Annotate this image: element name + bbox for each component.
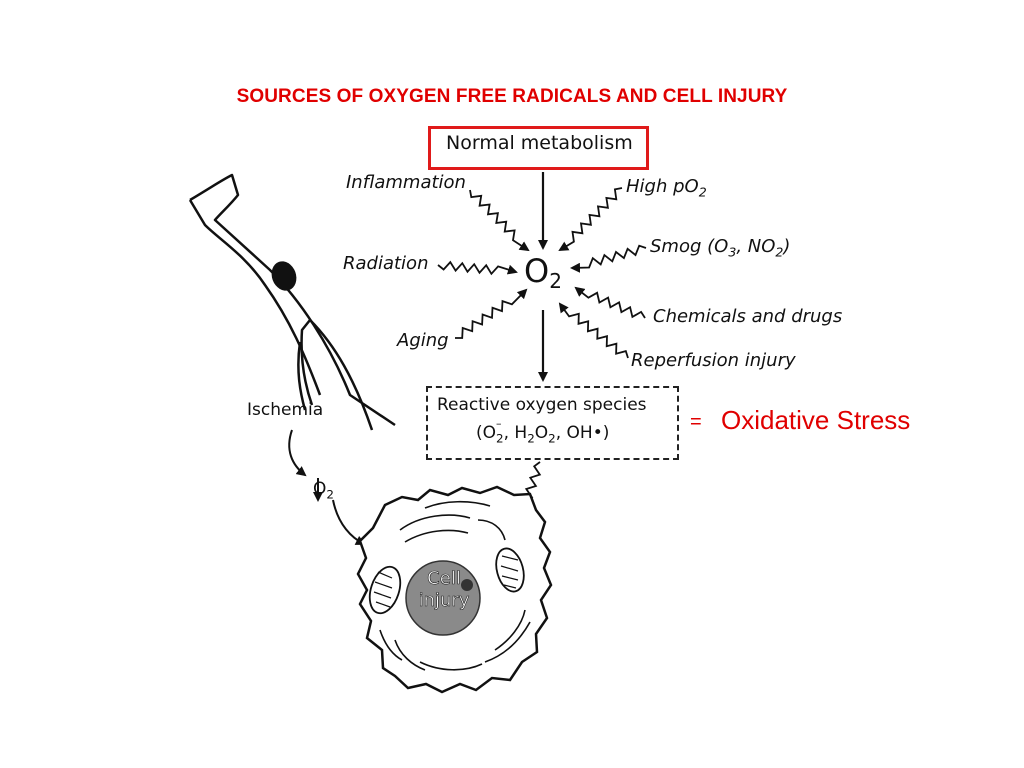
cell-injury-line2: injury	[418, 590, 470, 612]
mitochondrion-left	[368, 565, 402, 615]
er-fold	[424, 500, 491, 509]
high-po2-arrow	[558, 187, 623, 252]
normal-metabolism-box	[428, 126, 649, 170]
er-fold	[494, 609, 526, 651]
aging-arrow	[455, 288, 528, 339]
reperfusion-injury-label: Reperfusion injury	[631, 350, 796, 371]
mitochondrion-right	[495, 547, 525, 593]
ischemia-arrow-2	[332, 499, 366, 545]
normal-metabolism-label: Normal metabolism	[446, 132, 633, 154]
cell-injury-label: Cell injury	[414, 568, 474, 612]
chemicals-arrow	[574, 286, 646, 319]
er-fold	[404, 529, 469, 543]
aging-label: Aging	[397, 330, 449, 351]
ischemia-arrow-1	[288, 429, 307, 477]
chemicals-drugs-label: Chemicals and drugs	[653, 306, 843, 327]
blood-vessel	[188, 173, 396, 431]
ischemia-o2-label: O2	[313, 479, 334, 502]
high-po2-label: High pO2	[626, 176, 707, 200]
er-fold	[394, 639, 426, 671]
oxidative-stress-label: Oxidative Stress	[721, 405, 911, 435]
nucleolus	[461, 579, 473, 591]
er-fold	[419, 661, 483, 671]
cell-injury-line1: Cell	[427, 568, 461, 590]
er-fold	[379, 629, 403, 661]
equals-sign: =	[690, 411, 702, 433]
nucleus	[405, 560, 481, 636]
er-fold	[484, 621, 531, 663]
inflammation-arrow	[469, 189, 530, 252]
ros-species: (O–2, H2O2, OH•)	[476, 417, 610, 446]
diagram-title: SOURCES OF OXYGEN FREE RADICALS AND CELL…	[236, 86, 788, 107]
central-o2: O2	[524, 252, 562, 293]
blood-cell	[271, 261, 297, 291]
ros-box	[426, 386, 679, 460]
radiation-arrow	[437, 260, 518, 276]
ros-title: Reactive oxygen species	[437, 395, 647, 415]
inflammation-label: Inflammation	[346, 172, 466, 193]
smog-label: Smog (O3, NO2)	[650, 236, 791, 260]
ischemia-label: Ischemia	[247, 400, 324, 420]
er-fold	[477, 519, 506, 541]
reperfusion-arrow	[558, 302, 629, 359]
er-fold	[399, 514, 471, 531]
smog-arrow	[570, 244, 647, 273]
radiation-label: Radiation	[343, 253, 429, 274]
injured-cell	[356, 485, 553, 694]
